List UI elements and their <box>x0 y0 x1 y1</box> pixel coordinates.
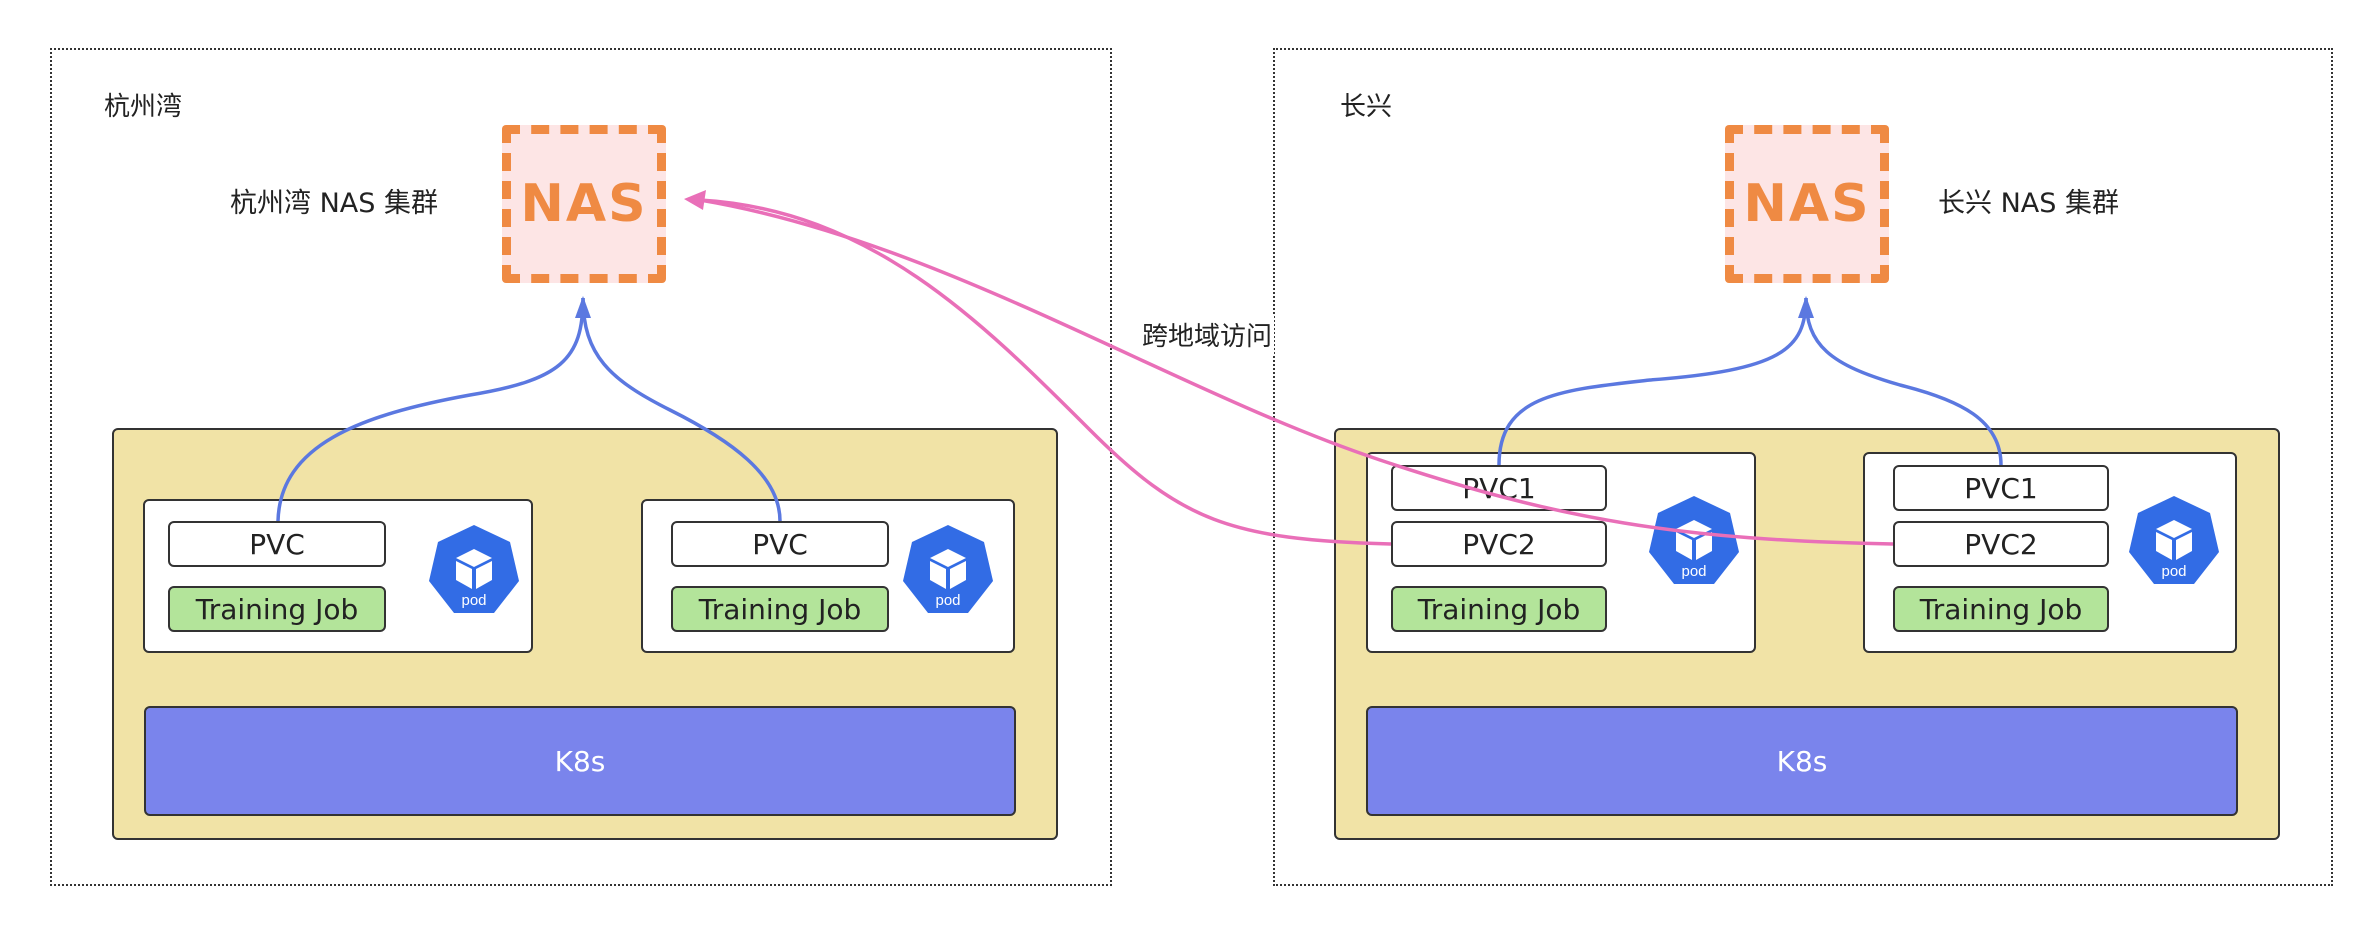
k8s-bar-changxing[interactable]: K8s <box>1366 706 2238 816</box>
k8s-bar-hangzhouwan[interactable]: K8s <box>144 706 1016 816</box>
link-left-pvc2-to-nas <box>581 297 782 522</box>
arrowhead-left-nas <box>575 296 591 318</box>
nas-cluster-label-changxing: 长兴 NAS 集群 <box>1938 188 2119 219</box>
training-job-left-2[interactable]: Training Job <box>671 586 889 632</box>
region-hangzhouwan <box>50 48 1112 886</box>
training-job-right-2[interactable]: Training Job <box>1893 586 2109 632</box>
pvc2-right-1[interactable]: PVC2 <box>1391 521 1607 567</box>
pvc-left-2[interactable]: PVC <box>671 521 889 567</box>
pvc1-right-1[interactable]: PVC1 <box>1391 465 1607 511</box>
cross-link-pvc2-a <box>699 198 1392 546</box>
pod-icon: pod <box>1649 496 1739 584</box>
pvc-left-1[interactable]: PVC <box>168 521 386 567</box>
pvc1-right-2[interactable]: PVC1 <box>1893 465 2109 511</box>
pod-caption: pod <box>2161 563 2186 580</box>
pvc2-right-2[interactable]: PVC2 <box>1893 521 2109 567</box>
pod-caption: pod <box>935 592 960 609</box>
region-label-hangzhouwan: 杭州湾 <box>104 92 183 122</box>
pod-icon: pod <box>903 525 993 613</box>
cross-region-access-label: 跨地域访问 <box>1140 314 1275 355</box>
pod-icon: pod <box>2129 496 2219 584</box>
training-job-right-1[interactable]: Training Job <box>1391 586 1607 632</box>
link-left-pvc1-to-nas <box>276 297 585 522</box>
training-job-left-1[interactable]: Training Job <box>168 586 386 632</box>
region-label-changxing: 长兴 <box>1340 92 1393 122</box>
link-right-pvc1b-to-nas <box>1804 297 2003 466</box>
nas-hangzhouwan[interactable]: NAS <box>502 125 666 283</box>
nas-cluster-label-hangzhouwan: 杭州湾 NAS 集群 <box>230 188 438 219</box>
pod-icon: pod <box>429 525 519 613</box>
nas-changxing[interactable]: NAS <box>1725 125 1889 283</box>
pod-caption: pod <box>1681 563 1706 580</box>
arrowhead-right-nas <box>1798 296 1814 318</box>
nas-label-text: NAS <box>520 174 648 234</box>
arrowhead-cross-nas <box>684 190 706 210</box>
region-changxing <box>1273 48 2333 886</box>
link-right-pvc1-to-nas <box>1497 297 1808 466</box>
cross-link-pvc2-b <box>699 198 1894 546</box>
pod-caption: pod <box>461 592 486 609</box>
nas-label-text: NAS <box>1743 174 1871 234</box>
